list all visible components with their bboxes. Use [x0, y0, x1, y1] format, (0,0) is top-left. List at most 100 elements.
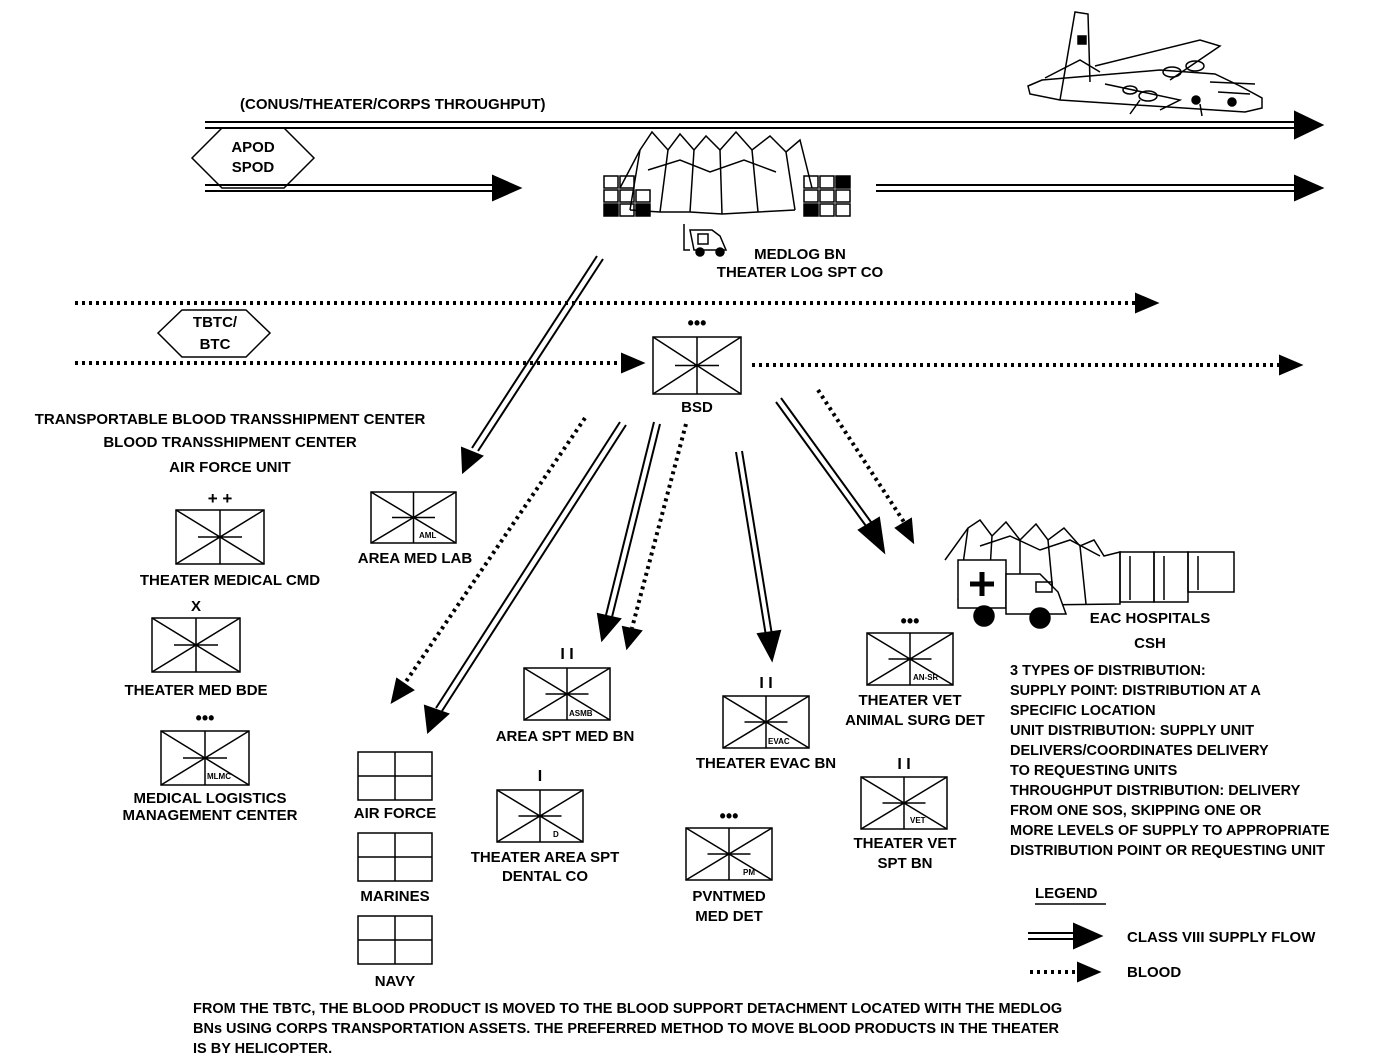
- legend-supply-label: CLASS VIII SUPPLY FLOW: [1127, 929, 1316, 946]
- tbtc-btc-hexagon: [156, 309, 272, 358]
- tmc-label: THEATER MEDICAL CMD: [139, 572, 321, 589]
- distribution-line: MORE LEVELS OF SUPPLY TO APPROPRIATE: [1010, 823, 1330, 839]
- vet-code: VET: [910, 816, 926, 825]
- theater-med-bde-symbol: [151, 617, 241, 673]
- airplane-icon: [1027, 11, 1263, 117]
- apod-label: APOD: [231, 139, 275, 156]
- distribution-line: SUPPLY POINT: DISTRIBUTION AT A: [1010, 683, 1261, 699]
- ansr-symbol: [866, 632, 954, 686]
- distribution-line: FROM ONE SOS, SKIPPING ONE OR: [1010, 803, 1262, 819]
- legend-title: LEGEND: [1035, 885, 1098, 902]
- evac-symbol: [722, 695, 810, 749]
- air-force-unit-label: AIR FORCE UNIT: [169, 459, 291, 476]
- distribution-line: SPECIFIC LOCATION: [1010, 703, 1156, 719]
- bsd-to-evac-supply-arrow: [735, 450, 782, 663]
- aml-symbol: [370, 491, 457, 544]
- legend-blood-label: BLOOD: [1127, 964, 1182, 981]
- pm-echelon: •••: [719, 806, 739, 826]
- blood-throughput-arrow: [75, 292, 1160, 314]
- legend-supply-line: [1028, 922, 1104, 950]
- apod-to-medlog-supply-arrow: [205, 174, 523, 202]
- tmb-echelon: X: [190, 598, 201, 615]
- medlog-onward-supply-arrow: [876, 174, 1325, 202]
- air-force-label: AIR FORCE: [353, 805, 437, 822]
- legend-blood-line: [1030, 961, 1102, 983]
- medlog-to-aml-supply-arrow: [460, 255, 604, 475]
- dental-co-symbol: [496, 789, 584, 843]
- vet-symbol: [860, 776, 948, 830]
- spod-label: SPOD: [231, 159, 275, 176]
- throughput-supply-arrow: [205, 110, 1325, 140]
- footer-line: IS BY HELICOPTER.: [193, 1041, 333, 1057]
- dental-code: D: [553, 830, 559, 839]
- mlmc-echelon: •••: [195, 708, 215, 728]
- footer-line: BNs USING CORPS TRANSPORTATION ASSETS. T…: [193, 1021, 1060, 1037]
- aml-label: AREA MED LAB: [357, 550, 473, 567]
- bsd-to-air-force-supply-arrow: [423, 421, 627, 735]
- tbtc-to-bsd-blood-arrow: [75, 352, 646, 374]
- tmc-echelon: + +: [207, 489, 233, 508]
- ansr-label-line2: ANIMAL SURG DET: [845, 712, 985, 729]
- marines-symbol: [357, 832, 433, 882]
- aml-code: AML: [419, 531, 437, 540]
- ansr-code: AN-SR: [913, 673, 939, 682]
- medlog-warehouse-icon: [603, 130, 851, 257]
- distribution-line: UNIT DISTRIBUTION: SUPPLY UNIT: [1010, 723, 1255, 739]
- bsd-to-eac-blood-arrow: [816, 388, 915, 545]
- medlog-label-line1: MEDLOG BN: [754, 246, 846, 263]
- eac-hospitals-label: EAC HOSPITALS: [1089, 610, 1211, 627]
- mlmc-code: MLMC: [207, 772, 231, 781]
- evac-code: EVAC: [768, 737, 790, 746]
- bsd-echelon: •••: [687, 313, 707, 333]
- distribution-line: THROUGHPUT DISTRIBUTION: DELIVERY: [1010, 783, 1301, 799]
- bsd-onward-blood-arrow: [752, 354, 1304, 376]
- bsd-label: BSD: [681, 399, 713, 416]
- distribution-line: DELIVERS/COORDINATES DELIVERY: [1010, 743, 1269, 759]
- bsd-to-dental-blood-arrow: [621, 423, 688, 651]
- bsd-to-asmb-supply-arrow: [596, 421, 661, 643]
- tmb-label: THEATER MED BDE: [124, 682, 268, 699]
- navy-label: NAVY: [374, 973, 416, 990]
- mlmc-label-line1: MEDICAL LOGISTICS: [133, 790, 287, 807]
- apod-spod-hexagon: [190, 127, 316, 189]
- dental-echelon: I: [537, 768, 543, 785]
- navy-symbol: [357, 915, 433, 965]
- vet-label-line1: THEATER VET: [853, 835, 957, 852]
- theater-medical-cmd-symbol: [175, 509, 265, 565]
- evac-echelon: I I: [759, 675, 773, 692]
- throughput-label: (CONUS/THEATER/CORPS THROUGHPUT): [240, 96, 546, 113]
- evac-label: THEATER EVAC BN: [695, 755, 837, 772]
- asmb-code: ASMB: [569, 709, 593, 718]
- distribution-line: TO REQUESTING UNITS: [1010, 763, 1178, 779]
- dental-label-line1: THEATER AREA SPT: [470, 849, 620, 866]
- distribution-line: DISTRIBUTION POINT OR REQUESTING UNIT: [1010, 843, 1325, 859]
- bsd-unit-symbol: [652, 336, 742, 395]
- mlmc-symbol: [160, 730, 250, 786]
- medlog-label-line2: THEATER LOG SPT CO: [716, 264, 884, 281]
- ansr-echelon: •••: [900, 611, 920, 631]
- eac-hospital-icon: [944, 518, 1235, 629]
- asmb-echelon: I I: [560, 646, 574, 663]
- bsd-to-eac-supply-arrow: [775, 397, 886, 555]
- pm-code: PM: [743, 868, 755, 877]
- asmb-label: AREA SPT MED BN: [495, 728, 635, 745]
- csh-label: CSH: [1134, 635, 1166, 652]
- tbtc-label: TBTC/: [192, 314, 238, 331]
- vet-label-line2: SPT BN: [877, 855, 933, 872]
- dental-label-line2: DENTAL CO: [501, 868, 589, 885]
- footer-line: FROM THE TBTC, THE BLOOD PRODUCT IS MOVE…: [193, 1001, 1063, 1017]
- pm-label-line2: MED DET: [695, 908, 763, 925]
- btc-full-name: BLOOD TRANSSHIPMENT CENTER: [103, 434, 357, 451]
- mlmc-label-line2: MANAGEMENT CENTER: [122, 807, 298, 824]
- pm-label-line1: PVNTMED: [692, 888, 766, 905]
- asmb-symbol: [523, 667, 611, 721]
- air-force-symbol: [357, 751, 433, 801]
- tbtc-full-name: TRANSPORTABLE BLOOD TRANSSHIPMENT CENTER: [34, 411, 426, 428]
- bsd-to-marines-blood-arrow: [390, 416, 587, 704]
- pm-symbol: [685, 827, 773, 881]
- ansr-label-line1: THEATER VET: [858, 692, 962, 709]
- marines-label: MARINES: [360, 888, 430, 905]
- distribution-line: 3 TYPES OF DISTRIBUTION:: [1010, 663, 1206, 679]
- btc-label: BTC: [199, 336, 231, 353]
